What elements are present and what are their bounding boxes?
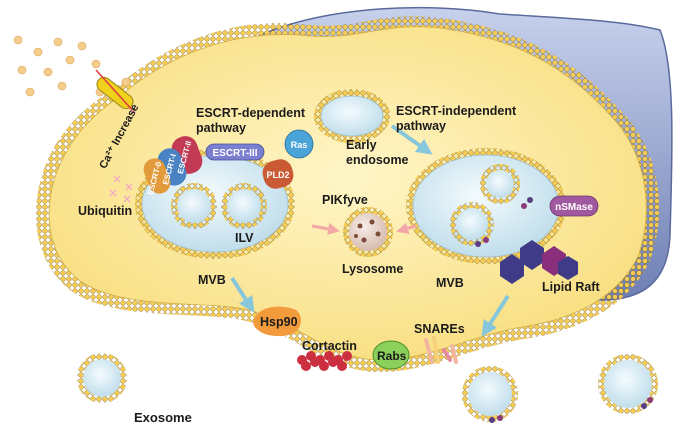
lipid-raft	[500, 240, 578, 284]
exosome-left	[77, 353, 127, 403]
exosome-middle	[462, 366, 518, 423]
rabs-shape	[372, 340, 410, 370]
cortactin-label: Cortactin	[302, 339, 357, 353]
escrt-independent-label: ESCRT-independent	[396, 104, 517, 118]
early-endosome-label-2: endosome	[346, 153, 409, 167]
ras-label: Ras	[291, 140, 308, 150]
escrt-complex	[143, 129, 599, 217]
nsmase-label: nSMase	[555, 202, 593, 213]
ubiquitin-label: Ubiquitin	[78, 204, 133, 218]
snares-shape	[424, 336, 458, 364]
lysosome	[343, 207, 393, 257]
pld2-label: PLD2	[266, 170, 289, 180]
lipid-raft-label: Lipid Raft	[542, 280, 600, 294]
ubiquitin-marks	[109, 175, 133, 203]
calcium-channel	[95, 69, 137, 115]
lysosome-label: Lysosome	[342, 262, 404, 276]
hsp90-label: Hsp90	[260, 315, 298, 329]
rabs-label: Rabs	[377, 349, 407, 363]
exosome-right	[598, 354, 658, 414]
snares-label: SNAREs	[414, 322, 465, 336]
early-endosome-label: Early	[346, 138, 377, 152]
escrt-dependent-label: ESCRT-dependent	[196, 106, 306, 120]
early-endosome	[314, 89, 390, 143]
hsp90-shape	[253, 306, 301, 337]
exosome-label: Exosome	[134, 410, 192, 425]
escrt-independent-label-2: pathway	[396, 119, 447, 133]
mvb-right-label: MVB	[436, 276, 464, 290]
lysosome-arrows	[311, 222, 417, 235]
mvb-left-label: MVB	[198, 273, 226, 287]
mvb-right	[406, 148, 566, 264]
pikfyve-label: PIKfyve	[322, 193, 368, 207]
pathway-arrows	[230, 124, 510, 337]
cortactin-chain	[297, 351, 352, 371]
calcium-ions	[13, 35, 131, 97]
escrt-dependent-label-2: pathway	[196, 121, 247, 135]
ilv-label: ILV	[235, 231, 254, 245]
cytoplasm	[48, 26, 647, 361]
escrt-iii-label: ESCRT-III	[212, 148, 257, 159]
